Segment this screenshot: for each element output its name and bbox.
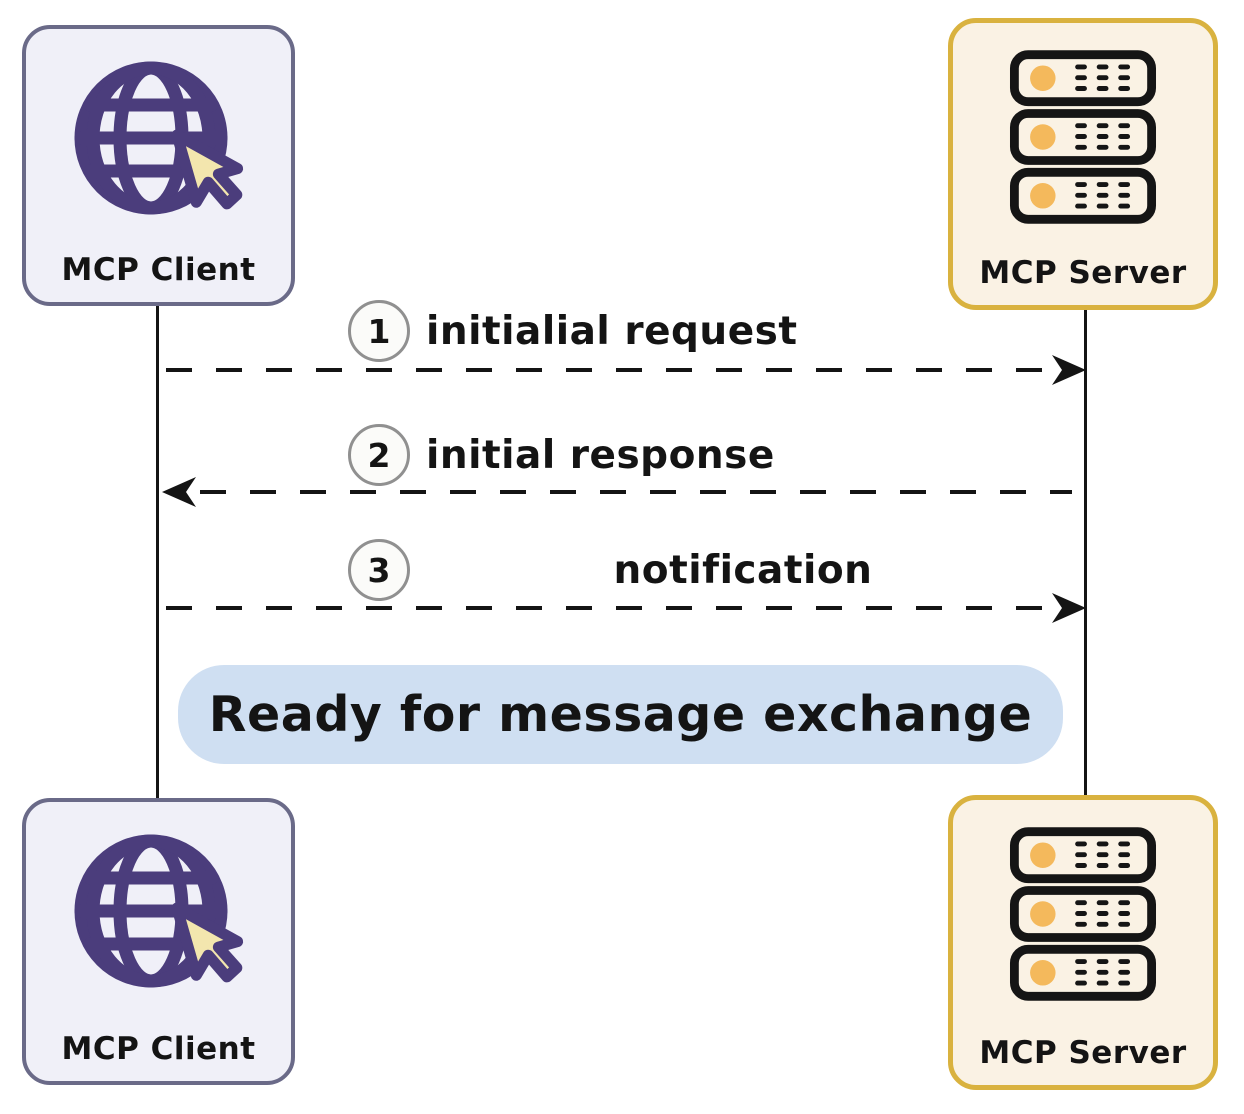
message-initial-request: 1 initialial request bbox=[158, 296, 1086, 388]
mcp-server-label: MCP Server bbox=[979, 255, 1187, 291]
dashed-arrow-line bbox=[200, 490, 1072, 494]
mcp-client-label: MCP Client bbox=[61, 1031, 256, 1067]
message-initial-response: 2 initial response bbox=[158, 420, 1086, 512]
step-number-badge: 2 bbox=[348, 424, 410, 486]
mcp-server-node-bottom: MCP Server bbox=[948, 795, 1218, 1090]
dashed-arrow-line bbox=[166, 368, 1050, 372]
mcp-server-node-top: MCP Server bbox=[948, 18, 1218, 310]
mcp-client-label: MCP Client bbox=[61, 252, 256, 288]
mcp-client-node-top: MCP Client bbox=[22, 25, 295, 306]
message-label: initialial request bbox=[426, 308, 798, 354]
dashed-arrow-line bbox=[166, 606, 1050, 610]
ready-banner: Ready for message exchange bbox=[178, 665, 1063, 764]
client-lifeline bbox=[156, 306, 159, 798]
mcp-client-node-bottom: MCP Client bbox=[22, 798, 295, 1085]
arrowhead-left-icon bbox=[162, 477, 196, 507]
message-notification: 3 notification bbox=[158, 535, 1086, 627]
arrowhead-right-icon bbox=[1052, 593, 1086, 623]
ready-banner-label: Ready for message exchange bbox=[208, 686, 1033, 743]
server-stack-icon bbox=[953, 818, 1213, 1010]
mcp-server-label: MCP Server bbox=[979, 1035, 1187, 1071]
server-lifeline bbox=[1084, 310, 1087, 795]
arrowhead-right-icon bbox=[1052, 355, 1086, 385]
message-label: notification bbox=[613, 547, 873, 593]
server-stack-icon bbox=[953, 41, 1213, 233]
message-label: initial response bbox=[426, 432, 775, 478]
step-number-badge: 3 bbox=[348, 539, 410, 601]
globe-cursor-icon bbox=[26, 43, 291, 239]
globe-cursor-icon bbox=[26, 816, 291, 1012]
step-number-badge: 1 bbox=[348, 300, 410, 362]
